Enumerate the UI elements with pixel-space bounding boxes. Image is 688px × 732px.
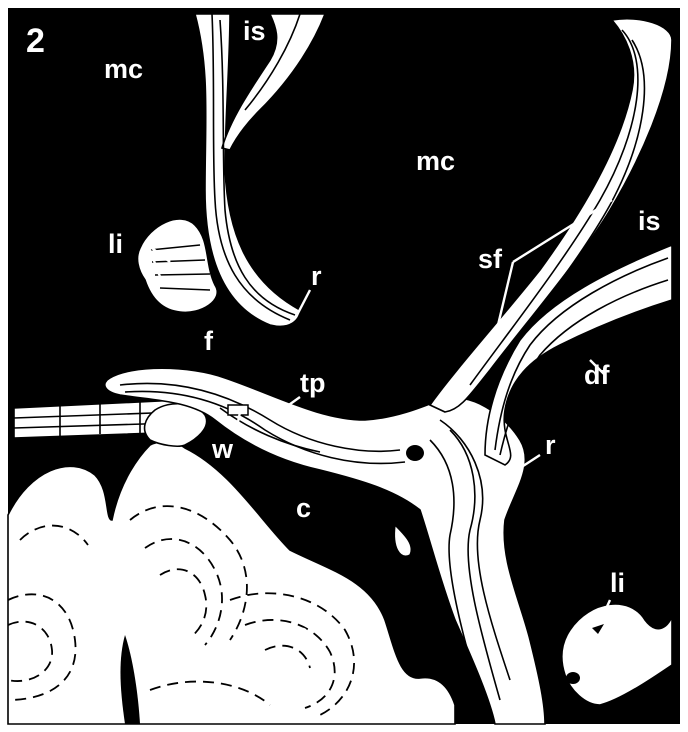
label-is-top: is bbox=[243, 16, 266, 46]
label-df: df bbox=[584, 360, 610, 390]
label-c: c bbox=[296, 493, 311, 523]
label-mc-center: mc bbox=[416, 146, 455, 176]
pore-dot bbox=[406, 445, 424, 461]
label-tp: tp bbox=[300, 368, 325, 398]
label-li-right: li bbox=[610, 568, 625, 598]
label-w: w bbox=[211, 434, 234, 464]
label-f: f bbox=[204, 326, 214, 356]
label-sf: sf bbox=[478, 244, 503, 274]
label-pp: pp bbox=[276, 618, 309, 648]
figure-number: 2 bbox=[26, 22, 45, 60]
label-r-upper: r bbox=[311, 261, 322, 291]
label-li-left: li bbox=[108, 229, 123, 259]
label-mc-upper-left: mc bbox=[104, 54, 143, 84]
label-r-right: r bbox=[545, 430, 556, 460]
w-marker bbox=[228, 405, 248, 415]
li-right-pore bbox=[566, 672, 580, 684]
label-is-right: is bbox=[638, 206, 661, 236]
